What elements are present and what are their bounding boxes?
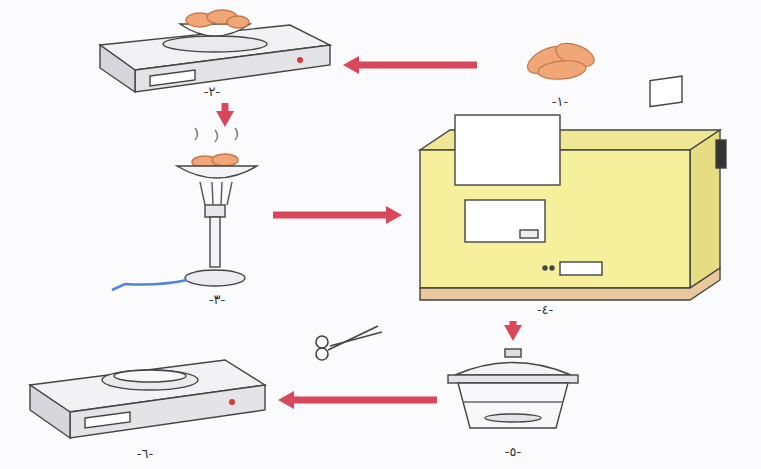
- callout-number: -٤-: [535, 302, 555, 318]
- dates-sample: [523, 39, 597, 81]
- flow-arrow: [222, 103, 229, 111]
- desiccator: [448, 349, 578, 428]
- flow-arrow: [273, 212, 386, 219]
- flow-arrow: [510, 321, 517, 325]
- empty-balance: [30, 360, 265, 438]
- step-figure: -١-: [480, 20, 640, 110]
- step-figure: -٤-: [405, 100, 730, 318]
- callout-number: -٢-: [202, 84, 222, 100]
- flow-arrow: [359, 62, 477, 69]
- balance-with-sample: [100, 10, 330, 92]
- step-figure: -٥-: [440, 344, 585, 460]
- callout-number: -٥-: [503, 444, 523, 460]
- step-figure: -٦-: [15, 335, 275, 462]
- callout-number: -٦-: [135, 446, 155, 462]
- drying-oven: [420, 76, 726, 300]
- callout-number: -١-: [550, 94, 570, 110]
- step-figure: -٣-: [165, 130, 270, 308]
- callout-number: -٣-: [207, 292, 227, 308]
- flow-arrow: [294, 397, 437, 404]
- burner-heating: [112, 128, 257, 290]
- step-figure: -٢-: [85, 0, 340, 100]
- tongs: [316, 326, 382, 360]
